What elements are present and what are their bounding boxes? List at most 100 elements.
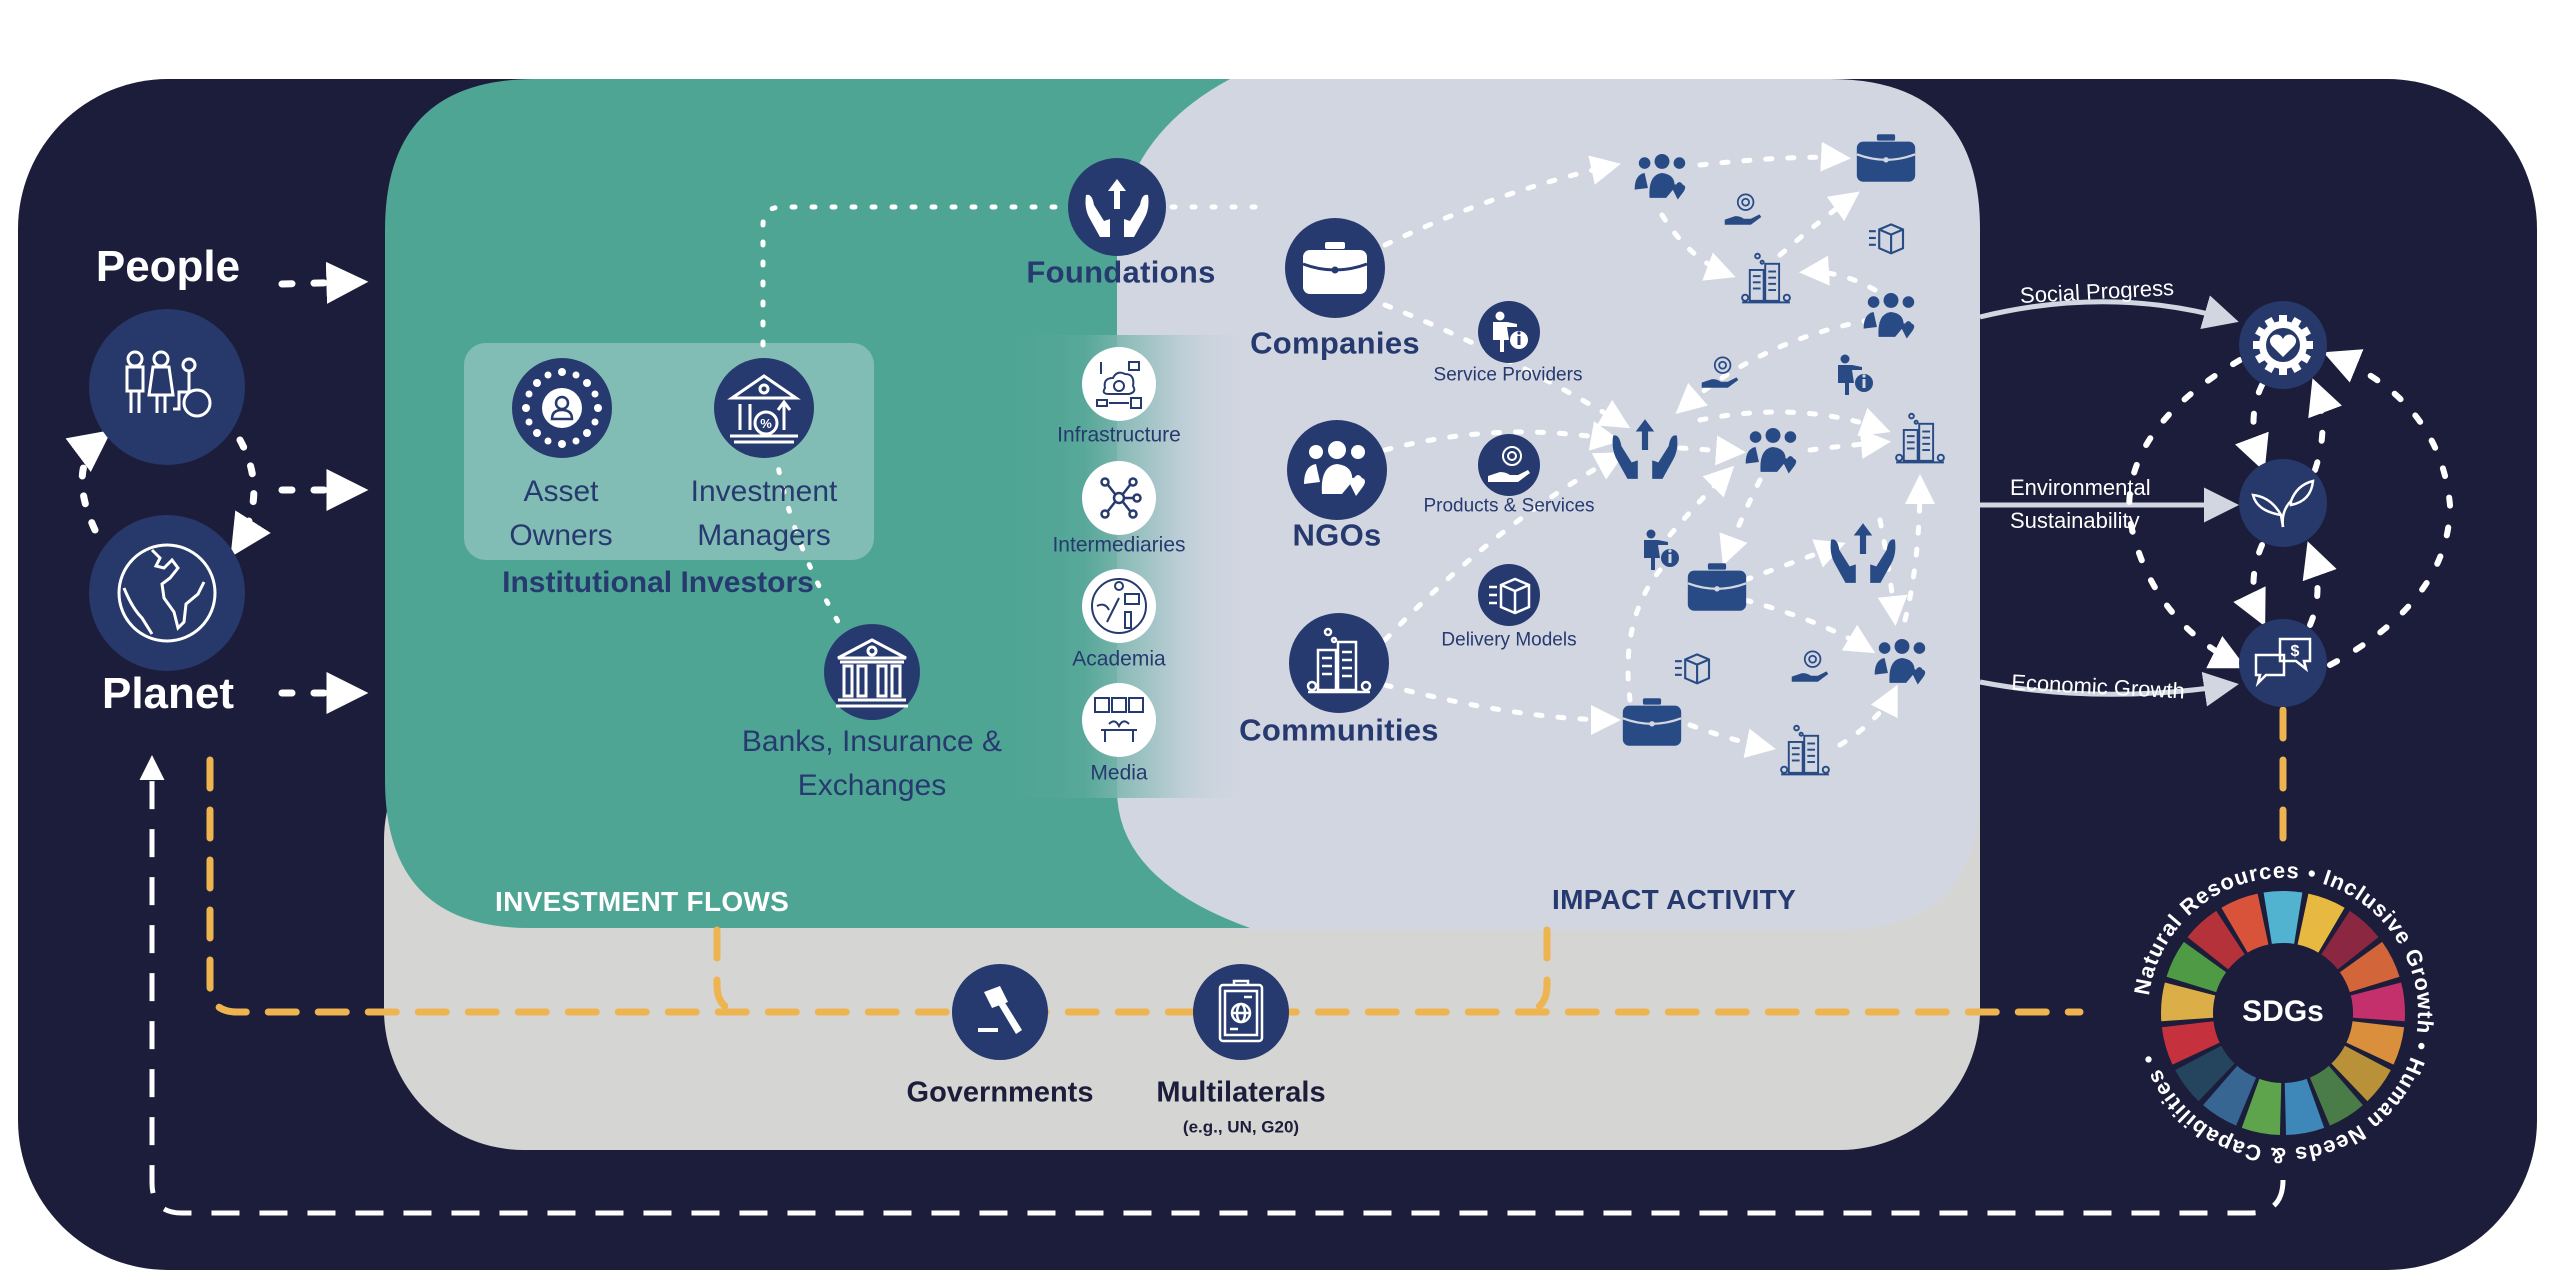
outcome-environmental-label-1: Environmental <box>2010 475 2151 500</box>
input-arrows <box>65 261 369 714</box>
hand-gear-icon <box>1720 190 1766 230</box>
investment-managers-label-1: Investment <box>690 475 838 508</box>
people-heart-icon <box>1873 636 1931 690</box>
enabler-media-node[interactable] <box>1082 683 1156 757</box>
hands-giving-icon <box>1827 519 1899 585</box>
hands-giving-icon <box>1609 415 1681 481</box>
sdg-segment <box>2339 941 2400 993</box>
gear-heart-icon <box>2253 315 2313 375</box>
enabler-media-label: Media <box>1090 761 1148 785</box>
delivery-box-icon <box>1670 651 1714 685</box>
ngos-label: NGOs <box>1292 517 1382 553</box>
briefcase-icon <box>1855 131 1917 185</box>
city-buildings-icon <box>1893 411 1947 469</box>
people-heart-icon <box>1304 441 1365 496</box>
banks-label-1: Banks, Insurance & <box>741 725 1003 758</box>
products-services-node[interactable] <box>1478 434 1540 496</box>
banks-label-2: Exchanges <box>797 769 947 802</box>
sdg-segment <box>2203 1065 2257 1126</box>
delivery-box-icon <box>1489 577 1531 615</box>
social-progress-node[interactable] <box>2239 301 2327 389</box>
hand-gear-icon <box>1488 446 1530 482</box>
sdg-segment <box>2331 1045 2391 1102</box>
institutional-investors-label: Institutional Investors <box>502 566 814 599</box>
city-buildings-icon <box>1778 723 1832 781</box>
briefcase-icon <box>1621 695 1683 749</box>
sdg-segment <box>2346 1021 2405 1065</box>
people-heart-icon <box>1633 151 1691 205</box>
people-diversity-icon <box>125 350 212 418</box>
policy-lines <box>206 706 2287 1016</box>
multilaterals-node[interactable] <box>1193 964 1289 1060</box>
city-buildings-icon <box>1739 251 1793 309</box>
sdg-segment <box>2321 910 2379 970</box>
network-hub-icon <box>1100 477 1142 519</box>
service-providers-node[interactable] <box>1478 301 1540 363</box>
passport-globe-icon <box>1218 979 1264 1043</box>
briefcase-icon <box>1302 242 1368 294</box>
city-buildings-icon <box>1306 627 1372 694</box>
academia-icon <box>1091 578 1147 634</box>
enabler-infrastructure-node[interactable] <box>1082 347 1156 421</box>
feedback-loop <box>139 755 2286 1216</box>
impact-activity-section-label: IMPACT ACTIVITY <box>1552 884 1797 915</box>
service-providers-label: Service Providers <box>1433 364 1583 386</box>
enabler-infrastructure-label: Infrastructure <box>1057 423 1181 447</box>
hand-gear-icon <box>1787 647 1833 687</box>
outcome-loops <box>2126 349 2454 669</box>
planet-node[interactable] <box>89 515 245 671</box>
sdg-segment <box>2350 982 2405 1022</box>
delivery-models-node[interactable] <box>1478 564 1540 626</box>
investment-flows-section-label: INVESTMENT FLOWS <box>495 886 790 917</box>
ngos-node[interactable] <box>1287 420 1387 520</box>
media-press-icon <box>1094 697 1144 742</box>
sdg-segment <box>2166 941 2227 993</box>
sdg-segment <box>2241 1078 2282 1135</box>
sdg-segment <box>2221 893 2269 953</box>
hand-gear-icon <box>1697 353 1743 393</box>
capital-flow-dots <box>760 204 1273 628</box>
investment-managers-node[interactable]: % <box>714 358 814 458</box>
enabler-academia-node[interactable] <box>1082 569 1156 643</box>
person-info-icon <box>1832 350 1876 400</box>
banks-node[interactable] <box>824 624 920 720</box>
people-heart-icon <box>1744 425 1802 479</box>
chat-dollar-icon: $ <box>2254 637 2312 688</box>
person-info-icon <box>1493 311 1528 352</box>
bank-building-icon <box>836 638 908 708</box>
enabler-intermediaries-label: Intermediaries <box>1052 533 1186 557</box>
sdg-center-label: SDGs <box>2242 995 2324 1028</box>
economic-growth-node[interactable]: $ <box>2239 619 2327 707</box>
asset-owners-label-1: Asset <box>523 475 599 508</box>
governments-node[interactable] <box>952 964 1048 1060</box>
enabler-intermediaries-node[interactable] <box>1082 461 1156 535</box>
sdg-segment <box>2284 1078 2325 1135</box>
foundations-node[interactable] <box>1068 158 1166 256</box>
person-info-icon <box>1638 525 1682 575</box>
environmental-node[interactable] <box>2239 459 2327 547</box>
asset-owners-node[interactable] <box>512 358 612 458</box>
leaves-icon <box>2251 479 2315 528</box>
sdg-segment <box>2175 1045 2235 1102</box>
briefcase-icon <box>1686 560 1748 614</box>
communities-label: Communities <box>1239 712 1439 748</box>
sdg-segment <box>2161 982 2216 1022</box>
delivery-box-icon <box>1864 221 1908 255</box>
companies-node[interactable] <box>1285 218 1385 318</box>
delivery-models-label: Delivery Models <box>1441 629 1577 651</box>
outcome-environmental-label-2: Sustainability <box>2010 508 2140 533</box>
sdg-segment <box>2263 891 2303 944</box>
svg-text:$: $ <box>2291 643 2300 660</box>
products-services-label: Products & Services <box>1423 495 1595 517</box>
sdg-segment <box>2297 893 2345 953</box>
communities-node[interactable] <box>1289 613 1389 713</box>
planet-label: Planet <box>101 669 235 718</box>
multilaterals-note: (e.g., UN, G20) <box>1182 1117 1300 1137</box>
outcome-arrows <box>1979 295 2239 707</box>
people-node[interactable] <box>89 309 245 465</box>
sdg-segment <box>2309 1065 2363 1126</box>
sdg-segment <box>2161 1021 2220 1065</box>
asset-owner-network-icon <box>522 368 602 448</box>
impact-network-arrows <box>1382 141 1935 758</box>
